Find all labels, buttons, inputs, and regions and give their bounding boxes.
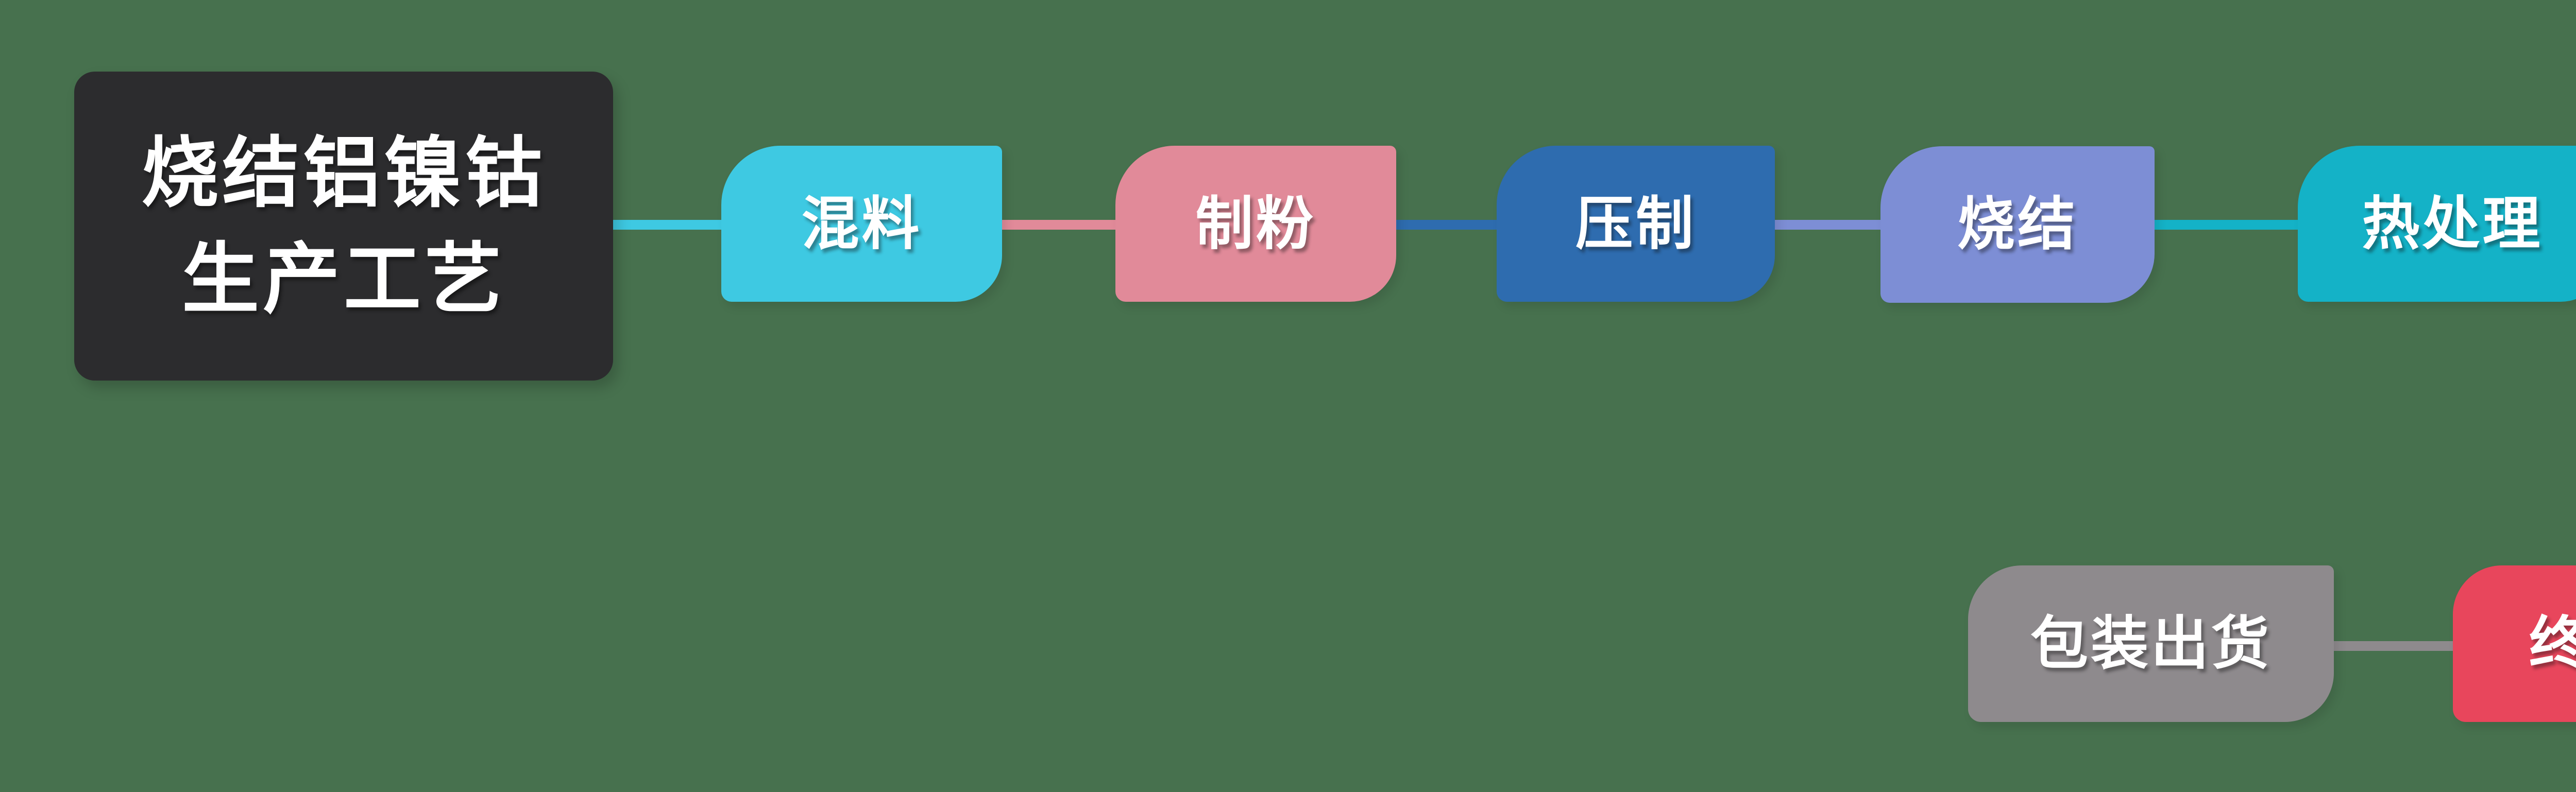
title-line-2: 生产工艺 (181, 236, 505, 322)
connector-title-to-mixing (608, 220, 737, 230)
flow-node-mixing: 混料 (721, 146, 1002, 302)
connector-mixing-to-powder-making (992, 220, 1126, 230)
flow-node-sintering: 烧结 (1880, 146, 2155, 303)
flow-node-label-sintering: 烧结 (1957, 192, 2078, 256)
flow-node-label-heat-treatment: 热处理 (2362, 191, 2543, 256)
flow-node-label-mixing: 混料 (801, 191, 922, 256)
connector-pressing-to-sintering (1765, 220, 1891, 230)
flow-node-powder-making: 制粉 (1115, 146, 1396, 302)
flow-node-heat-treatment: 热处理 (2298, 146, 2576, 302)
flow-node-packing-shipping: 包装出货 (1968, 565, 2334, 722)
flow-node-label-packing-shipping: 包装出货 (2030, 611, 2272, 676)
connector-powder-making-to-pressing (1386, 220, 1507, 230)
title-box: 烧结铝镍钴 生产工艺 (74, 72, 613, 381)
connector-sintering-to-heat-treatment (2146, 220, 2308, 230)
connector-final-inspection-to-packing-shipping (2326, 641, 2465, 651)
flow-node-label-final-inspection: 终检 (2529, 611, 2576, 676)
flow-node-label-powder-making: 制粉 (1195, 191, 1316, 256)
flow-node-label-pressing: 压制 (1575, 191, 1696, 256)
flow-node-pressing: 压制 (1497, 146, 1775, 302)
flow-node-final-inspection: 终检 (2453, 565, 2576, 722)
title-line-1: 烧结铝镍钴 (141, 130, 546, 216)
